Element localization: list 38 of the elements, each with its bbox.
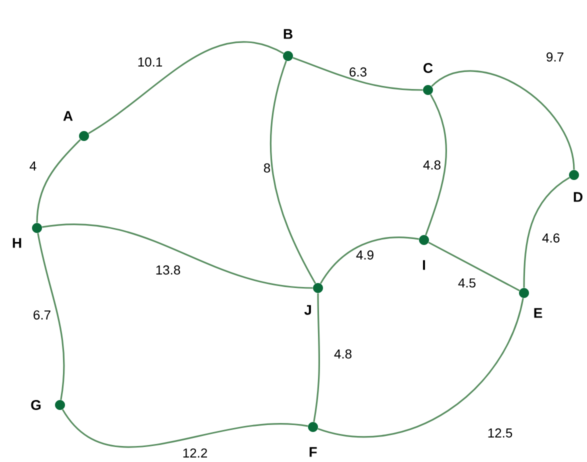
edge-label: 4.8 bbox=[423, 160, 440, 170]
edge-label: 4 bbox=[30, 162, 36, 170]
edge-label: 4.8 bbox=[334, 349, 352, 359]
edge-curve bbox=[270, 60, 316, 284]
edge-curve bbox=[37, 232, 65, 400]
edge-label: 13.8 bbox=[156, 265, 180, 275]
edge-label: 4.6 bbox=[542, 233, 560, 243]
vertex-label: B bbox=[284, 29, 292, 39]
vertex-label: F bbox=[310, 447, 317, 457]
edge-curve bbox=[428, 242, 520, 292]
edge-label: 9.7 bbox=[546, 52, 564, 62]
vertex-label: C bbox=[424, 63, 433, 73]
vertex-label: I bbox=[423, 260, 425, 270]
vertex-label: E bbox=[534, 308, 542, 318]
vertex-label: J bbox=[304, 305, 311, 315]
edge-curve bbox=[425, 94, 447, 236]
edge-label: 6.7 bbox=[34, 310, 50, 320]
vertex-label: A bbox=[63, 111, 73, 121]
edge-curve bbox=[523, 176, 570, 288]
vertex-label: G bbox=[31, 400, 41, 410]
edge-curve bbox=[320, 236, 419, 284]
edge-curve bbox=[88, 41, 284, 134]
edge-curve bbox=[431, 70, 575, 170]
edge-curve bbox=[42, 224, 313, 289]
edge-label: 4.5 bbox=[458, 278, 476, 288]
vertex-label: H bbox=[12, 238, 22, 248]
edge-curve bbox=[36, 139, 81, 223]
edge-label: 8 bbox=[264, 163, 270, 173]
edge-curve bbox=[292, 57, 423, 91]
edge-label: 12.2 bbox=[183, 448, 207, 458]
edge-curve bbox=[313, 293, 320, 422]
edge-curve bbox=[318, 298, 524, 438]
vertex-label: D bbox=[574, 192, 582, 202]
edge-label: 12.5 bbox=[488, 428, 512, 438]
edge-label: 10.1 bbox=[138, 57, 162, 67]
edge-curve bbox=[62, 409, 308, 448]
edge-label: 4.9 bbox=[356, 250, 374, 260]
edge-label: 6.3 bbox=[350, 67, 366, 77]
